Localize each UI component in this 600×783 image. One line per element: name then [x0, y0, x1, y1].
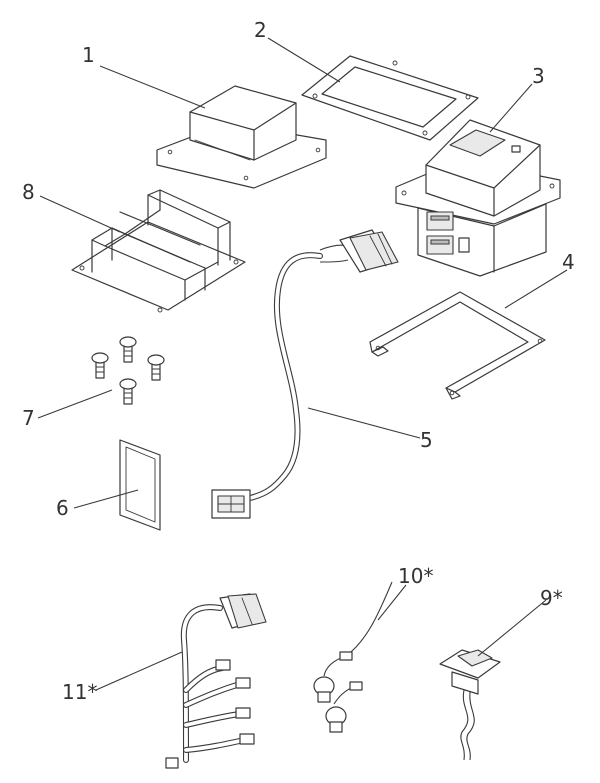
callout-6: 6	[56, 496, 69, 520]
callout-4: 4	[562, 250, 575, 274]
part-3-module	[395, 119, 561, 277]
leader-5	[307, 407, 421, 439]
part-1-cover	[156, 85, 327, 189]
part-5-harness	[211, 229, 399, 519]
leader-6	[73, 489, 139, 509]
callout-2: 2	[254, 18, 267, 42]
leader-10	[377, 584, 407, 621]
leader-2	[267, 37, 341, 83]
callout-9: 9*	[540, 586, 563, 610]
leader-3	[489, 83, 533, 133]
part-2-gasket	[301, 55, 479, 141]
callout-7: 7	[22, 406, 35, 430]
part-7-screws	[91, 336, 165, 405]
part-11-harness	[165, 593, 267, 769]
leader-8	[39, 195, 121, 233]
leader-7	[37, 389, 113, 419]
callout-11: 11*	[62, 680, 98, 704]
callout-3: 3	[532, 64, 545, 88]
part-4-bracket	[369, 291, 546, 400]
leader-11	[95, 651, 183, 691]
part-6-label	[119, 439, 161, 531]
leader-1	[99, 65, 206, 109]
callout-10: 10*	[398, 564, 434, 588]
leader-9	[477, 599, 547, 657]
part-8-frame	[71, 189, 246, 313]
callout-5: 5	[420, 428, 433, 452]
part-10-sensors	[313, 581, 393, 733]
callout-1: 1	[82, 43, 95, 67]
part-9-switch	[439, 649, 501, 761]
callout-8: 8	[22, 180, 35, 204]
leader-4	[504, 269, 568, 309]
